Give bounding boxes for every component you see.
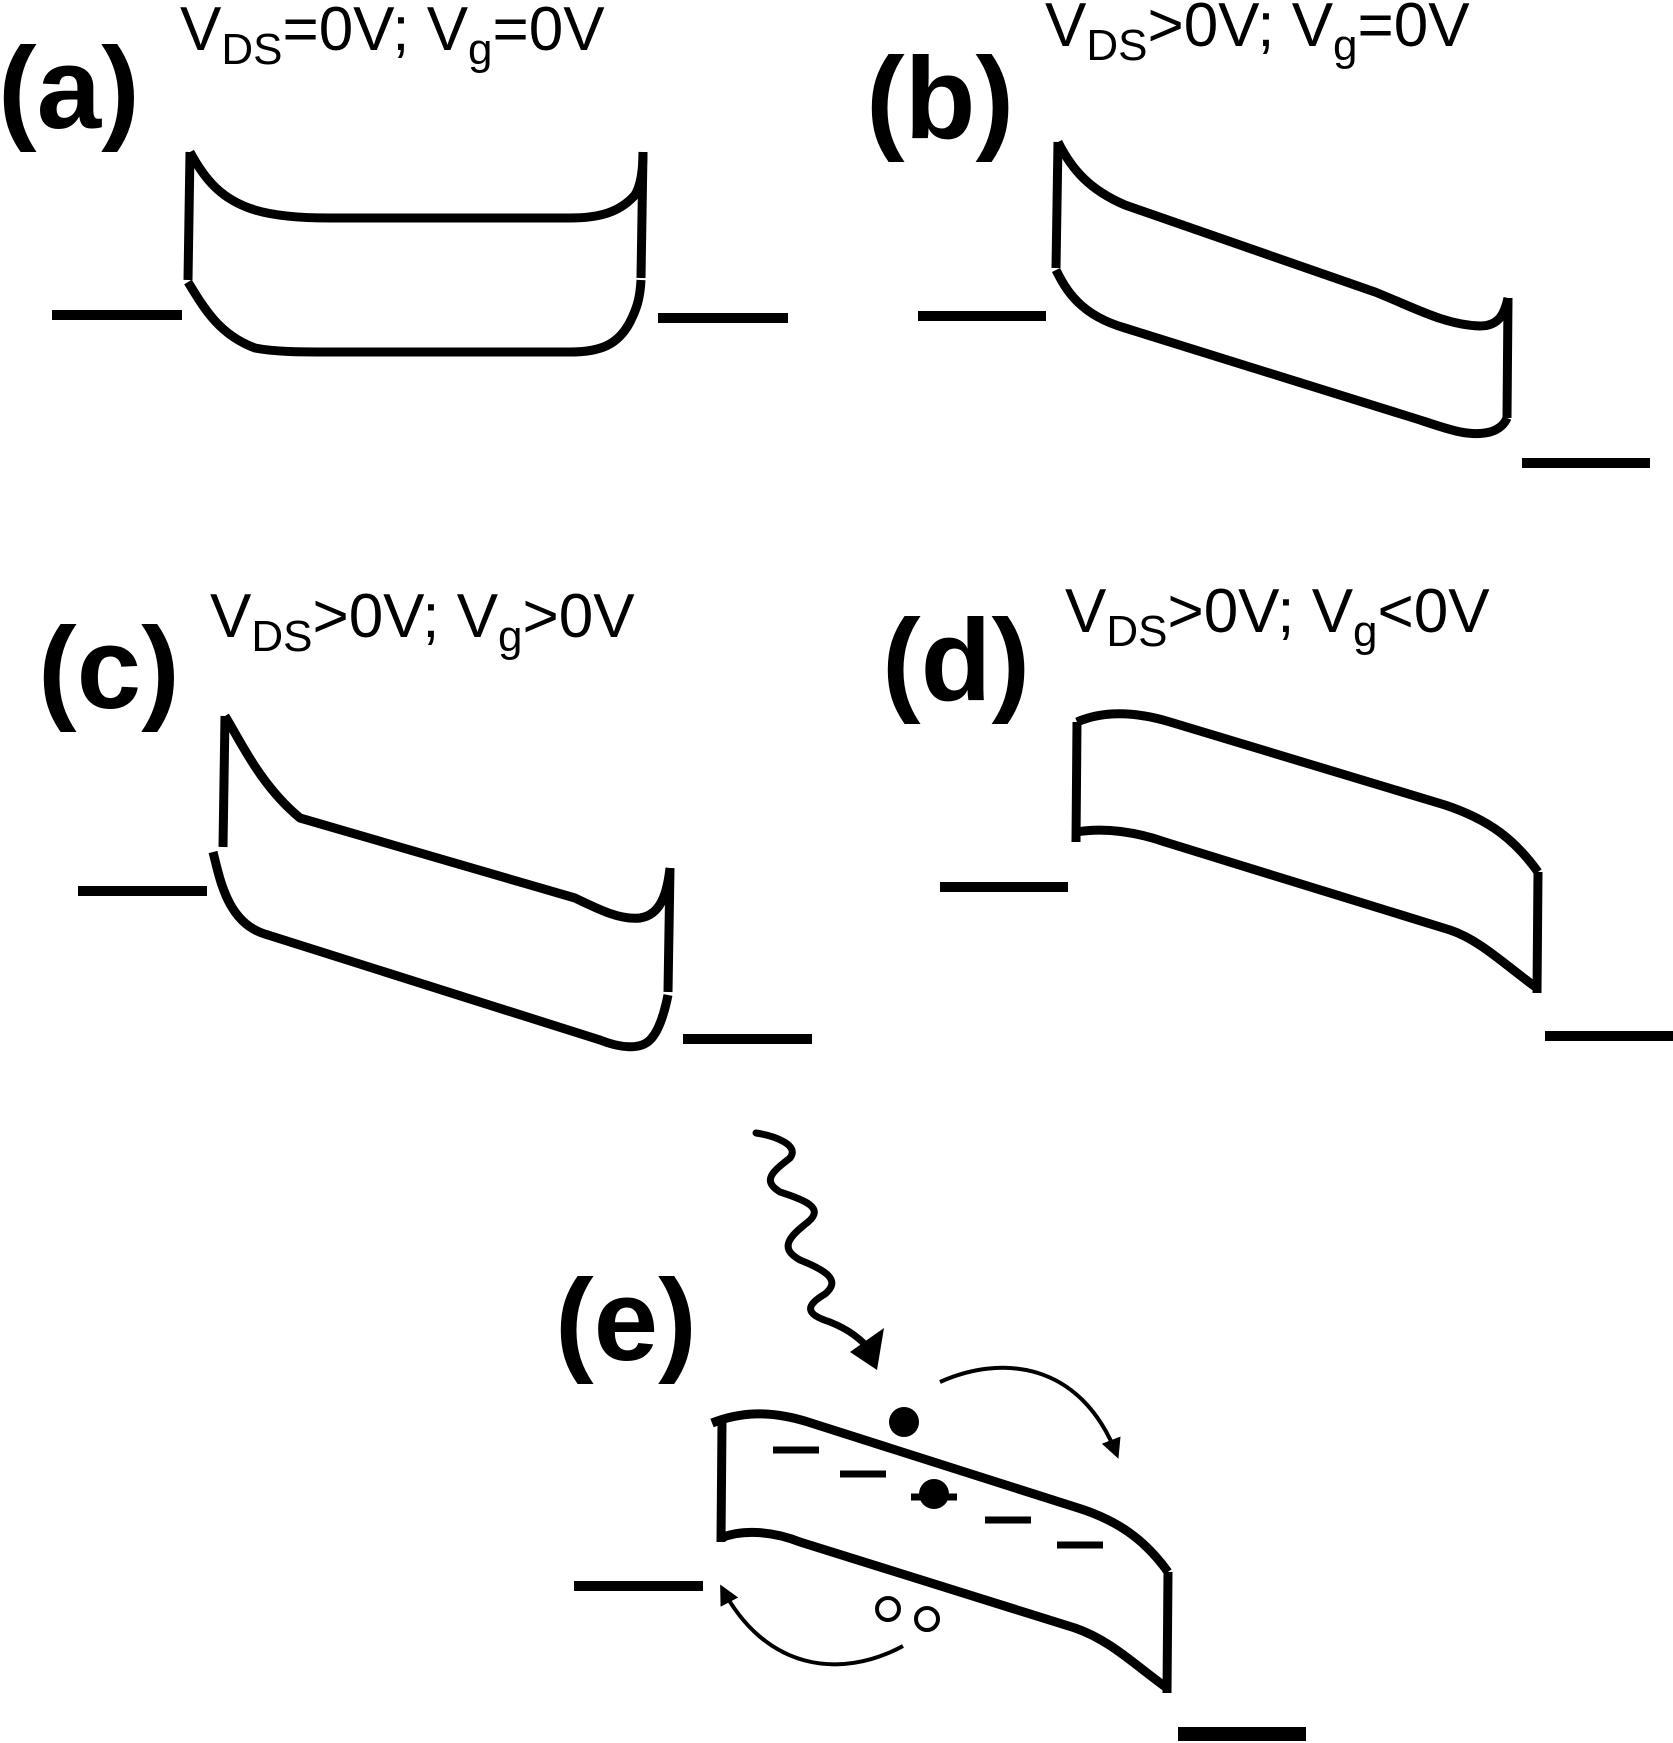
source-barrier-edge	[1071, 721, 1082, 843]
electron	[889, 1407, 919, 1437]
panel-c-condition: VDS>0V; Vg>0V	[210, 582, 635, 661]
valence-band	[1051, 267, 1512, 439]
panel-d-condition: VDS>0V; Vg<0V	[1065, 577, 1490, 656]
valence-band	[184, 279, 646, 357]
conduction-band	[221, 713, 675, 923]
drain-barrier-edge	[1162, 1571, 1173, 1694]
panel-e-label: (e)	[555, 1255, 697, 1385]
hole	[875, 1596, 901, 1622]
valence-band	[208, 850, 673, 1052]
panel-b: (b) VDS>0V; Vg=0V	[866, 0, 1650, 468]
panel-b-condition: VDS>0V; Vg=0V	[1045, 0, 1470, 70]
panel-c-label: (c)	[38, 603, 180, 733]
conduction-band	[710, 1409, 1172, 1575]
panel-a-condition: VDS=0V; Vg=0V	[180, 0, 605, 74]
drain-barrier-edge	[1532, 871, 1543, 994]
panel-b-label: (b)	[866, 33, 1014, 163]
hole-transfer-arrow	[720, 1584, 904, 1667]
valence-band	[719, 1527, 1170, 1692]
photon-wave-icon	[752, 1129, 876, 1356]
source-barrier-edge	[183, 151, 195, 281]
source-barrier-edge	[716, 1421, 727, 1543]
source-barrier-edge	[1051, 141, 1063, 269]
drain-barrier-edge	[1502, 297, 1513, 419]
panel-d: (d) VDS>0V; Vg<0V	[882, 577, 1673, 1041]
electron-transfer-arrow	[939, 1365, 1121, 1459]
panel-e: (e)	[555, 1129, 1306, 1741]
conduction-band	[186, 149, 648, 223]
conduction-band	[1075, 709, 1542, 875]
source-barrier-edge	[218, 715, 230, 848]
panel-d-label: (d)	[882, 595, 1030, 725]
panel-c: (c) VDS>0V; Vg>0V	[38, 582, 812, 1052]
valence-band	[1075, 825, 1540, 992]
photon-arrowhead-icon	[850, 1328, 884, 1370]
hole	[914, 1606, 940, 1632]
panel-a: (a) VDS=0V; Vg=0V	[0, 0, 788, 357]
panel-a-label: (a)	[0, 23, 140, 153]
conduction-band	[1053, 139, 1513, 331]
